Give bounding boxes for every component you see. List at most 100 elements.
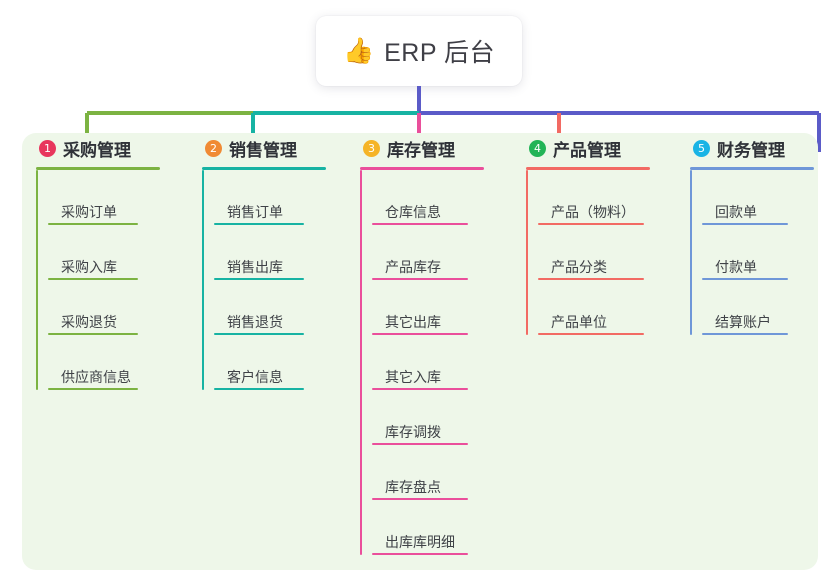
column-header-4[interactable]: 4 产品管理	[526, 133, 698, 163]
menu-item[interactable]: 产品分类	[538, 225, 698, 280]
menu-item[interactable]: 销售订单	[214, 170, 362, 225]
column-badge-5: 5	[693, 139, 710, 157]
column-3: 3 库存管理仓库信息产品库存其它出库其它入库库存调拨库存盘点出库库明细	[360, 133, 530, 555]
column-items-1: 采购订单采购入库采购退货供应商信息	[36, 170, 196, 390]
menu-item[interactable]: 客户信息	[214, 335, 362, 390]
column-title-2: 销售管理	[229, 140, 297, 160]
column-title-5: 财务管理	[717, 140, 785, 160]
menu-item[interactable]: 出库库明细	[372, 500, 530, 555]
menu-item[interactable]: 销售退货	[214, 280, 362, 335]
menu-item-label: 库存调拨	[385, 424, 441, 441]
column-header-3[interactable]: 3 库存管理	[360, 133, 530, 163]
menu-item[interactable]: 库存调拨	[372, 390, 530, 445]
menu-item-label: 库存盘点	[385, 479, 441, 496]
menu-item[interactable]: 产品（物料）	[538, 170, 698, 225]
column-spine-5	[690, 170, 692, 335]
column-items-4: 产品（物料） 产品分类产品单位	[526, 170, 698, 335]
column-title-4: 产品管理	[553, 140, 621, 160]
menu-item[interactable]: 采购订单	[48, 170, 196, 225]
menu-item[interactable]: 其它入库	[372, 335, 530, 390]
menu-item-underline	[702, 278, 788, 280]
menu-item-label: 产品单位	[551, 314, 607, 331]
menu-item-underline	[214, 278, 304, 280]
menu-item[interactable]: 供应商信息	[48, 335, 196, 390]
menu-item[interactable]: 库存盘点	[372, 445, 530, 500]
menu-item-underline	[372, 388, 468, 390]
menu-item-label: 其它入库	[385, 369, 441, 386]
column-items-5: 回款单付款单结算账户	[690, 170, 839, 335]
menu-item-label: 回款单	[715, 204, 757, 221]
thumbs-up-icon: 👍	[342, 36, 375, 65]
column-title-3: 库存管理	[387, 140, 455, 160]
column-badge-2: 2	[205, 139, 222, 157]
menu-item[interactable]: 采购退货	[48, 280, 196, 335]
column-5: 5 财务管理回款单付款单结算账户	[690, 133, 839, 335]
menu-item[interactable]: 仓库信息	[372, 170, 530, 225]
menu-item-label: 销售退货	[227, 314, 283, 331]
menu-item-underline	[538, 333, 644, 335]
menu-item-label: 采购入库	[61, 259, 117, 276]
menu-item-underline	[372, 443, 468, 445]
column-title-1: 采购管理	[63, 140, 131, 160]
page-title: ERP 后台	[384, 39, 496, 67]
menu-item-underline	[372, 553, 468, 555]
root-node-card[interactable]: 👍 ERP 后台	[316, 16, 522, 86]
menu-item[interactable]: 其它出库	[372, 280, 530, 335]
column-header-1[interactable]: 1 采购管理	[36, 133, 196, 163]
column-2: 2 销售管理销售订单销售出库销售退货客户信息	[202, 133, 362, 390]
menu-item[interactable]: 结算账户	[702, 280, 839, 335]
column-spine-4	[526, 170, 528, 335]
column-badge-3: 3	[363, 139, 380, 157]
column-underline-5	[690, 167, 814, 170]
menu-item[interactable]: 销售出库	[214, 225, 362, 280]
column-badge-4: 4	[529, 139, 546, 157]
menu-item-label: 供应商信息	[61, 369, 131, 386]
column-1: 1 采购管理采购订单采购入库采购退货供应商信息	[36, 133, 196, 390]
menu-item-underline	[372, 498, 468, 500]
menu-item[interactable]: 付款单	[702, 225, 839, 280]
menu-item-underline	[214, 388, 304, 390]
menu-item-underline	[538, 223, 644, 225]
menu-item-label: 其它出库	[385, 314, 441, 331]
menu-item[interactable]: 采购入库	[48, 225, 196, 280]
menu-item-label: 产品库存	[385, 259, 441, 276]
column-underline-4	[526, 167, 650, 170]
menu-item-label: 出库库明细	[385, 534, 455, 551]
menu-item-label: 采购退货	[61, 314, 117, 331]
menu-item-label: 结算账户	[715, 314, 771, 331]
menu-item-underline	[214, 333, 304, 335]
column-items-2: 销售订单销售出库销售退货客户信息	[202, 170, 362, 390]
menu-item-label: 仓库信息	[385, 204, 441, 221]
menu-item-label: 付款单	[715, 259, 757, 276]
mindmap-panel: 1 采购管理采购订单采购入库采购退货供应商信息 2 销售管理销售订单销售出库销售退货客…	[22, 133, 818, 570]
menu-item-label: 采购订单	[61, 204, 117, 221]
column-header-2[interactable]: 2 销售管理	[202, 133, 362, 163]
menu-item-underline	[48, 333, 138, 335]
menu-item-underline	[702, 333, 788, 335]
menu-item-underline	[372, 333, 468, 335]
menu-item-underline	[372, 278, 468, 280]
column-underline-3	[360, 167, 484, 170]
column-spine-2	[202, 170, 204, 390]
menu-item-label: 销售订单	[227, 204, 283, 221]
menu-item-underline	[372, 223, 468, 225]
menu-item-underline	[538, 278, 644, 280]
menu-item-label: 产品分类	[551, 259, 607, 276]
column-4: 4 产品管理产品（物料） 产品分类产品单位	[526, 133, 698, 335]
menu-item-underline	[48, 388, 138, 390]
menu-item-label: 客户信息	[227, 369, 283, 386]
column-badge-1: 1	[39, 139, 56, 157]
column-header-5[interactable]: 5 财务管理	[690, 133, 839, 163]
menu-item-underline	[214, 223, 304, 225]
menu-item-underline	[702, 223, 788, 225]
menu-item-label: 销售出库	[227, 259, 283, 276]
column-spine-1	[36, 170, 38, 390]
menu-item[interactable]: 回款单	[702, 170, 839, 225]
menu-item-underline	[48, 278, 138, 280]
column-underline-1	[36, 167, 160, 170]
menu-item[interactable]: 产品库存	[372, 225, 530, 280]
menu-item[interactable]: 产品单位	[538, 280, 698, 335]
column-spine-3	[360, 170, 362, 555]
menu-item-underline	[48, 223, 138, 225]
column-items-3: 仓库信息产品库存其它出库其它入库库存调拨库存盘点出库库明细	[360, 170, 530, 555]
